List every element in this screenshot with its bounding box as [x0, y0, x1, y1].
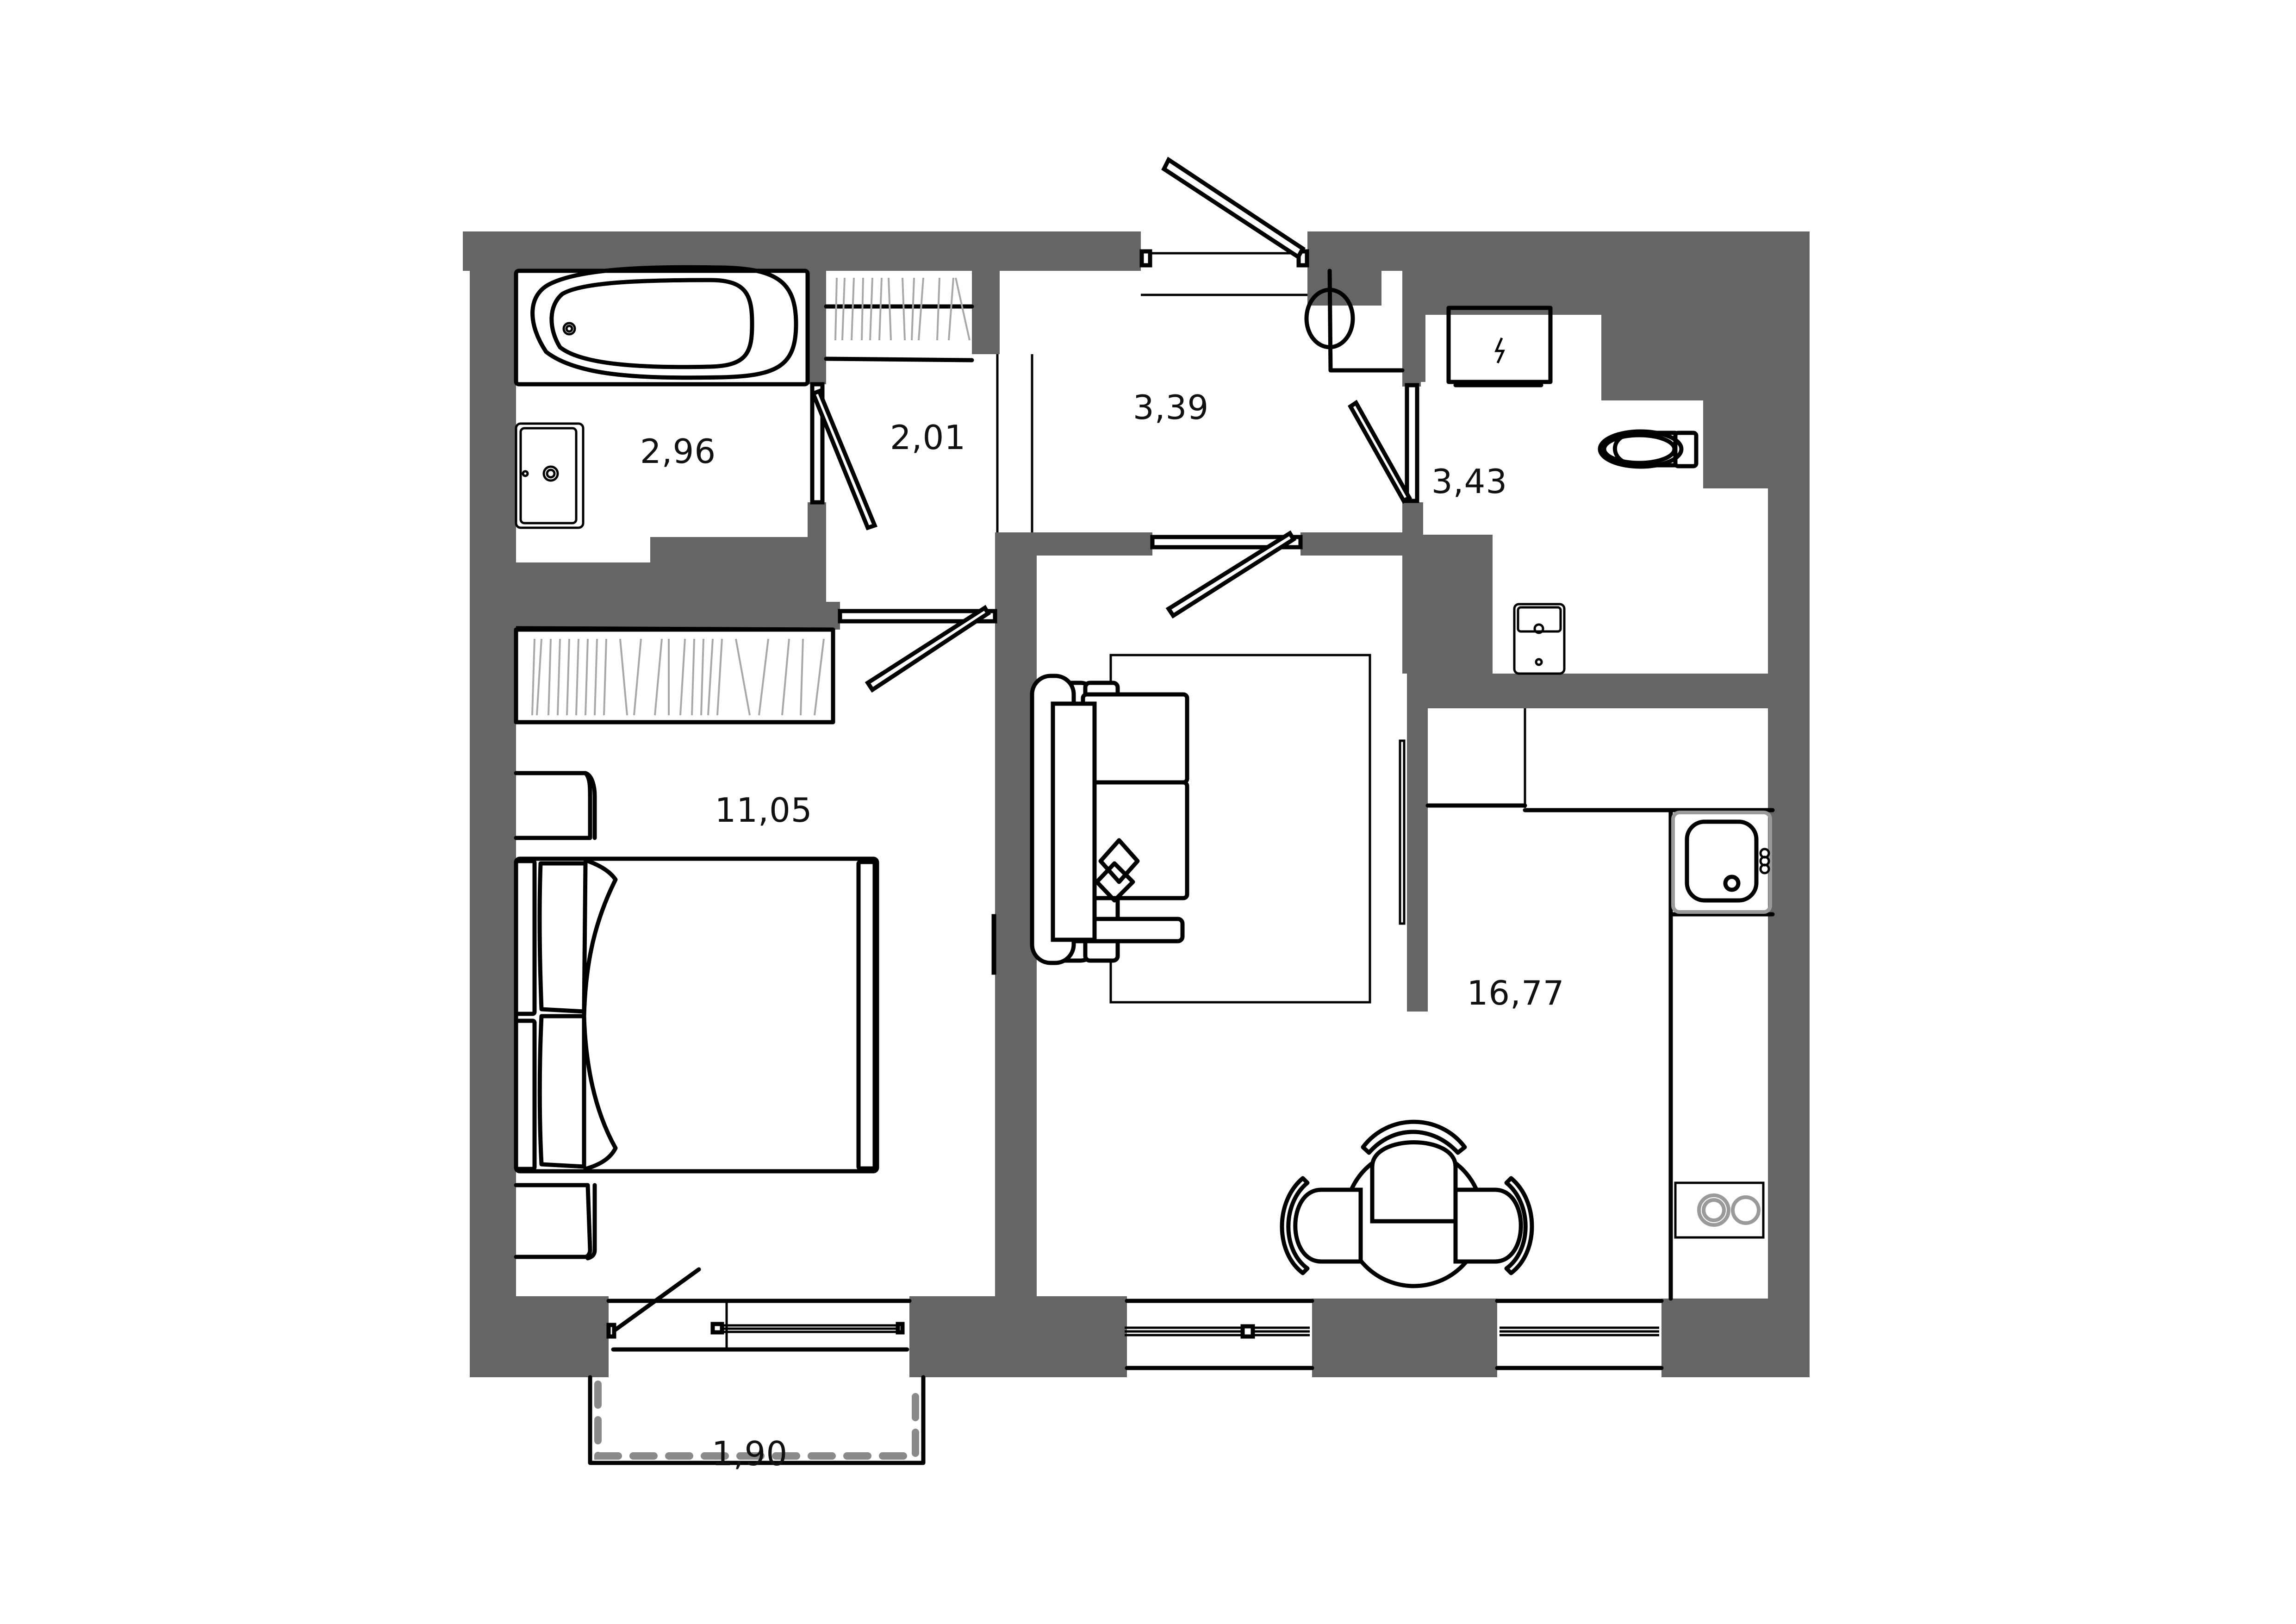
- kitchen-sink: [1671, 811, 1772, 914]
- living-room-door[interactable]: [1150, 530, 1303, 619]
- nightstand-bottom: [514, 1183, 597, 1261]
- room-area-bathroom: 2,96: [640, 432, 716, 471]
- bathtub: [514, 265, 810, 387]
- entry-door[interactable]: [1139, 156, 1309, 296]
- bedroom-radiator: [991, 914, 996, 975]
- room-area-hallway: 3,39: [1132, 388, 1209, 427]
- wc-door[interactable]: [1348, 383, 1419, 504]
- bathroom-sink: [515, 422, 585, 529]
- bedroom-door[interactable]: [838, 605, 997, 693]
- kitchen-counter: [1425, 708, 1775, 1301]
- room-area-living-kitchen: 16,77: [1467, 974, 1565, 1012]
- bathroom-door[interactable]: [810, 382, 878, 531]
- bedroom-window: [710, 1322, 905, 1335]
- dining-chairs: [1280, 1119, 1534, 1275]
- room-area-bedroom: 11,05: [715, 791, 813, 830]
- room-area-balcony: 1,90: [711, 1434, 788, 1473]
- room-area-wc: 3,43: [1431, 462, 1508, 501]
- wc-sink: [1513, 603, 1566, 675]
- boiler: [1304, 269, 1405, 373]
- walls: [463, 231, 1810, 1377]
- living-radiator: [1399, 739, 1406, 925]
- electrical-panel: [1446, 306, 1553, 387]
- wardrobe-bedroom: [514, 626, 835, 725]
- room-area-storage: 2,01: [890, 418, 966, 457]
- living-window-left: [1125, 1299, 1314, 1370]
- double-bed: [514, 856, 879, 1174]
- sofa: [1030, 674, 1189, 965]
- balcony-door[interactable]: [606, 1267, 912, 1352]
- stove: [1674, 1181, 1765, 1239]
- living-window-right: [1495, 1299, 1664, 1370]
- nightstand-top: [514, 771, 597, 840]
- toilet: [1598, 429, 1699, 469]
- balcony: [588, 1375, 926, 1465]
- wardrobe-storage: [824, 277, 974, 362]
